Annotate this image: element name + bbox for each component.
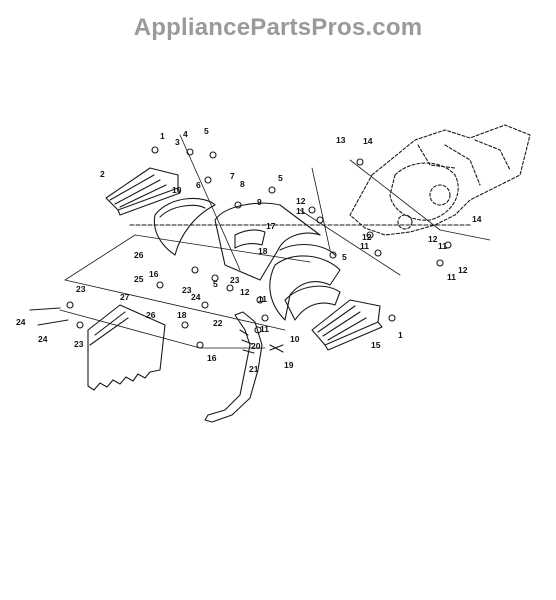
hardware	[29, 146, 452, 353]
callout-7: 7	[230, 171, 235, 181]
callout-13: 13	[336, 135, 346, 145]
callout-11b: 11	[360, 241, 369, 251]
callout-12d: 12	[458, 265, 468, 275]
left-tine-shield	[153, 197, 216, 256]
callout-12c: 12	[428, 234, 438, 244]
watermark-logo: AppliancePartsPros.com	[133, 14, 423, 41]
right-tine-shield	[269, 255, 341, 321]
callout-21: 21	[249, 364, 259, 374]
callout-23d: 23	[74, 339, 84, 349]
callout-24b: 24	[16, 317, 26, 327]
callout-8: 8	[240, 179, 245, 189]
left-shield	[105, 167, 181, 216]
callout-1a: 1	[160, 131, 165, 141]
callout-14a: 14	[363, 136, 373, 146]
callout-18b: 18	[177, 310, 187, 320]
callout-20: 20	[251, 341, 261, 351]
callout-24a: 24	[191, 292, 201, 302]
callout-3: 3	[175, 137, 180, 147]
callout-12b: 12	[362, 232, 372, 242]
callout-26b: 26	[146, 310, 156, 320]
callout-23b: 23	[182, 285, 192, 295]
callout-9: 9	[257, 197, 262, 207]
callout-11c: 11	[438, 241, 447, 251]
callout-22: 22	[213, 318, 223, 328]
callout-16a: 16	[149, 269, 159, 279]
callout-12a: 12	[296, 196, 306, 206]
callout-14b: 14	[472, 214, 482, 224]
callout-5b: 5	[278, 173, 283, 183]
callout-17: 17	[266, 221, 276, 231]
tiller-frame	[349, 124, 531, 236]
callout-23c: 23	[230, 275, 240, 285]
callout-16b: 16	[207, 353, 217, 363]
callout-11a: 11	[296, 206, 305, 216]
callout-12e: 12	[240, 287, 250, 297]
callout-5a: 5	[204, 126, 209, 136]
callout-18a: 18	[258, 246, 268, 256]
callout-5c: 5	[342, 252, 347, 262]
right-shield	[311, 299, 383, 351]
callout-labels: 1 1 2 3 4 5 5 5 5 6 7 8 9 10 10 11 11 11…	[16, 126, 482, 374]
callout-11f: 11	[260, 324, 269, 334]
callout-11e: 11	[258, 294, 267, 304]
callout-2: 2	[100, 169, 105, 179]
callout-19: 19	[284, 360, 294, 370]
callout-23a: 23	[76, 284, 86, 294]
center-housing	[214, 202, 336, 281]
callout-4: 4	[183, 129, 188, 139]
callout-11d: 11	[447, 272, 456, 282]
callout-10b: 10	[290, 334, 300, 344]
callout-24c: 24	[38, 334, 48, 344]
callout-10a: 10	[172, 185, 182, 195]
callout-15: 15	[371, 340, 381, 350]
callout-1b: 1	[398, 330, 403, 340]
callout-26a: 26	[134, 250, 144, 260]
callout-27: 27	[120, 292, 130, 302]
callout-6: 6	[196, 180, 201, 190]
assembly-lines	[59, 134, 491, 349]
callout-25: 25	[134, 274, 144, 284]
callout-5d: 5	[213, 279, 218, 289]
